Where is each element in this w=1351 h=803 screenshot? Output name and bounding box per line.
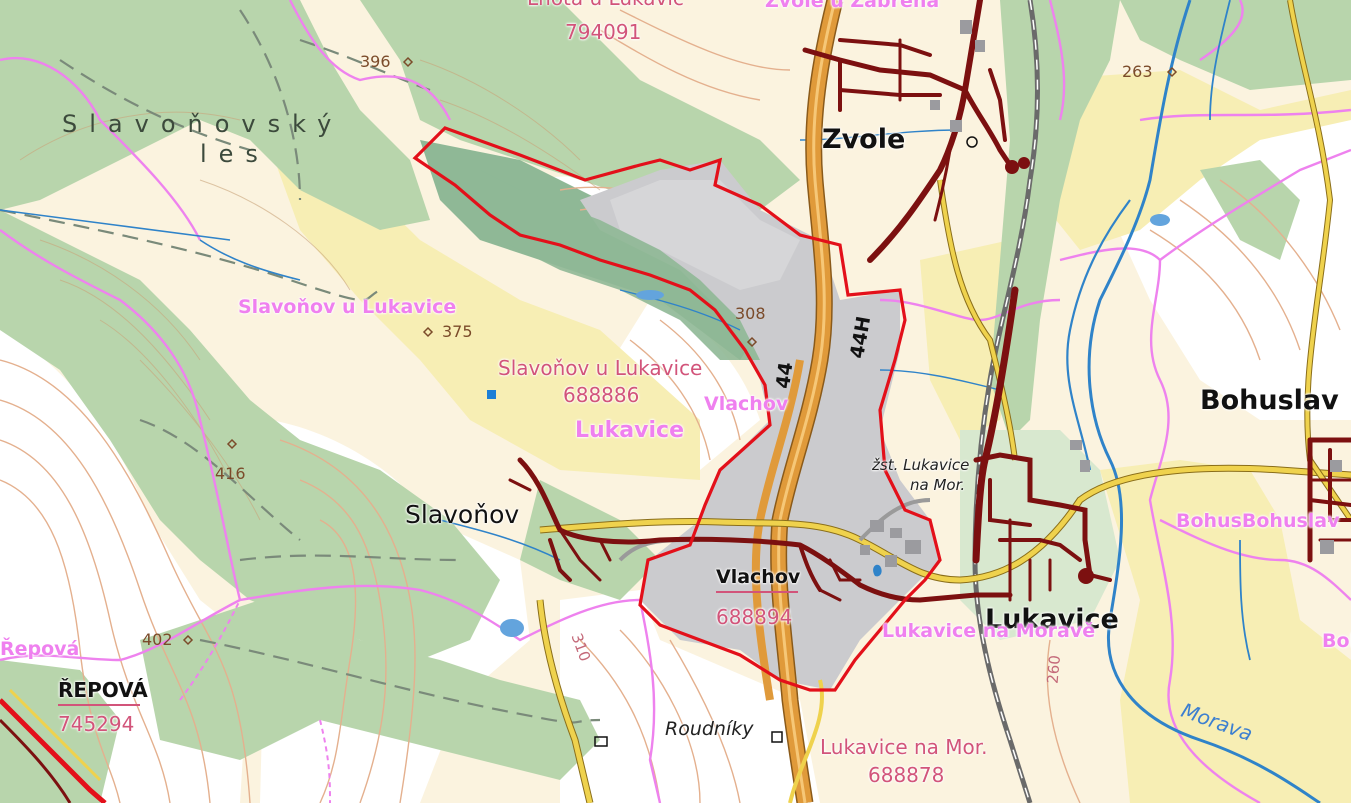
blue-square-icon xyxy=(487,390,496,399)
place-repova[interactable]: ŘEPOVÁ xyxy=(58,678,148,702)
pink-dotted-boundary xyxy=(179,599,331,803)
place-roudniky[interactable]: Roudníky xyxy=(665,718,754,740)
yellow-roads xyxy=(536,0,1351,803)
railway xyxy=(972,0,1040,803)
cadastral-code-745294: 745294 xyxy=(58,712,135,736)
meadow-se xyxy=(1100,460,1351,803)
built-area-vlachov xyxy=(580,160,940,690)
repova-underline xyxy=(58,704,140,706)
cadastral-code-688878: 688878 xyxy=(868,763,945,787)
pink-label-boh: Boh xyxy=(1322,630,1351,652)
built-area-north xyxy=(610,180,800,290)
cadastral-code-688886: 688886 xyxy=(563,383,640,407)
map-symbols xyxy=(594,136,978,747)
forest-name-line1: Slavoňovský xyxy=(62,110,344,138)
top-label-right: Zvole u Zábřeha xyxy=(765,0,940,12)
pink-label-bohuslav: BohusBohuslav xyxy=(1176,510,1340,532)
forest-tracks xyxy=(0,9,601,724)
pink-label-vlachov: Vlachov xyxy=(704,393,789,415)
elevation-markers xyxy=(182,56,1178,646)
elevation-375: 375 xyxy=(442,322,473,341)
cadastral-name-lukavice-mor: Lukavice na Mor. xyxy=(820,735,988,759)
station-line1: žst. Lukavice xyxy=(872,456,970,474)
open-field-center xyxy=(560,590,820,803)
place-lukavice[interactable]: Lukavice xyxy=(985,604,1119,635)
utility-network xyxy=(508,0,1351,603)
pond-3 xyxy=(500,619,524,637)
cadastral-code-794091: 794091 xyxy=(565,20,642,44)
cadastral-name-vlachov: Vlachov xyxy=(716,566,801,588)
network-node-zvole-2 xyxy=(1018,157,1030,169)
sw-rail xyxy=(0,688,107,803)
network-node-lukavice xyxy=(1078,568,1094,584)
pink-label-lukavice-na-morave: Lukavice na Moravě xyxy=(882,620,1096,642)
cadastral-name-slavonov: Slavoňov u Lukavice xyxy=(498,356,703,380)
elevation-396: 396 xyxy=(360,52,391,71)
station-line2: na Mor. xyxy=(910,476,966,494)
buildings xyxy=(860,20,1342,567)
pink-label-slavonov: Slavoňov u Lukavice xyxy=(238,296,457,318)
place-slavonov[interactable]: Slavoňov xyxy=(405,500,520,529)
elevation-402: 402 xyxy=(142,630,173,649)
elevation-260: 260 xyxy=(1043,654,1065,685)
elevation-263: 263 xyxy=(1122,62,1153,81)
pond-1 xyxy=(636,290,664,300)
forest-west xyxy=(0,210,500,660)
top-label-left: Lhota u Lukavic xyxy=(527,0,684,8)
pink-label-repova: Řepová xyxy=(0,638,80,660)
water-drop-icon xyxy=(873,564,882,577)
elevation-308: 308 xyxy=(735,304,766,323)
forest-lukavice xyxy=(960,430,1120,640)
network-node-zvole xyxy=(1005,160,1019,174)
cadastral-boundary xyxy=(412,126,942,692)
forest-south xyxy=(140,600,600,780)
cadastral-code-688894: 688894 xyxy=(716,605,793,629)
pond-2 xyxy=(1150,214,1170,226)
pink-label-lukavice: Lukavice xyxy=(575,418,685,443)
forest-east-strip xyxy=(990,0,1120,440)
road-number-44: 44 xyxy=(771,360,798,391)
forest-sw xyxy=(0,660,120,803)
place-zvole[interactable]: Zvole xyxy=(822,124,906,155)
place-bohuslav[interactable]: Bohuslav xyxy=(1200,385,1339,416)
vlachov-underline xyxy=(716,591,798,593)
elevation-416: 416 xyxy=(215,464,246,483)
forest-name-line2: les xyxy=(200,140,270,168)
